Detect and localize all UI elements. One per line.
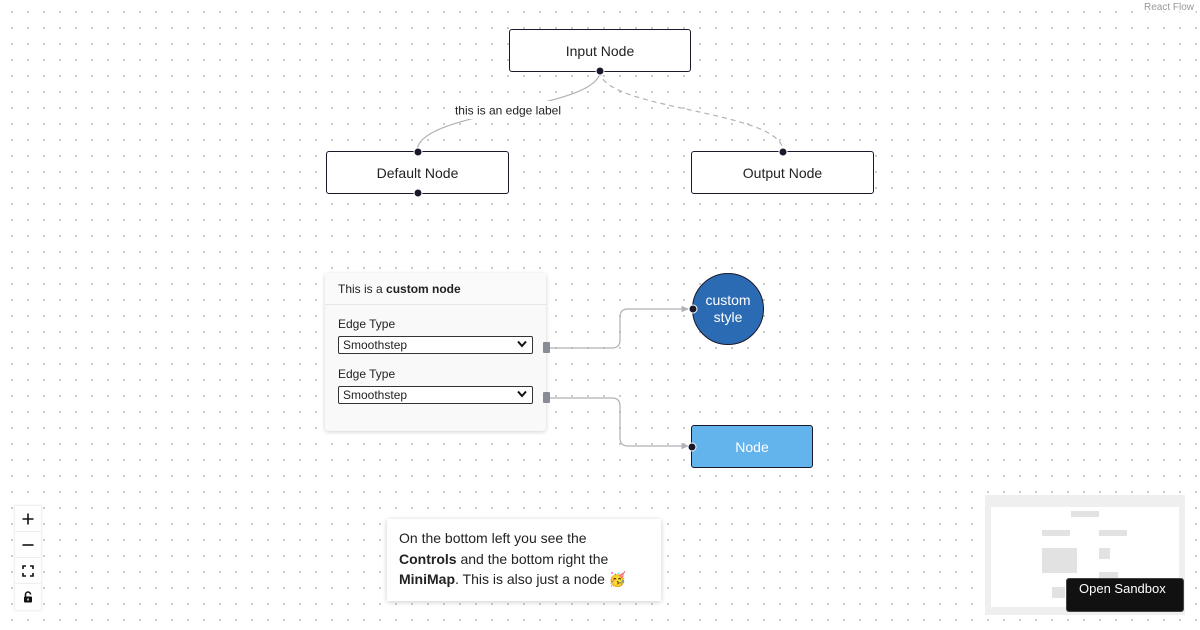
custom-style-node-target-handle[interactable] bbox=[688, 304, 698, 314]
party-emoji: 🥳 bbox=[608, 571, 627, 587]
edge-type-select-1[interactable]: Smoothstep bbox=[338, 336, 533, 354]
edge-input-default[interactable] bbox=[416, 70, 601, 152]
note-mid: and the bottom right the bbox=[456, 550, 609, 567]
default-node-target-handle[interactable] bbox=[413, 147, 422, 157]
minimap-node-circle bbox=[1099, 548, 1110, 559]
zoom-in-icon bbox=[22, 513, 34, 524]
edge-type-label-1: Edge Type bbox=[338, 317, 396, 331]
blue-node-target-handle[interactable] bbox=[687, 442, 697, 451]
edge-type-field-1: Edge Type Smoothstep bbox=[338, 317, 533, 354]
lock-button[interactable] bbox=[15, 584, 41, 610]
minimap-node-note bbox=[1052, 587, 1065, 598]
minimap-node-blue bbox=[1099, 572, 1118, 579]
custom-node-title-bold: custom node bbox=[386, 282, 461, 296]
custom-style-node[interactable]: custom style bbox=[688, 273, 764, 345]
blue-output-node[interactable]: Node bbox=[687, 425, 813, 468]
output-node-target-handle[interactable] bbox=[778, 147, 787, 157]
open-sandbox-button[interactable]: Open Sandbox bbox=[1066, 578, 1184, 612]
chevron-down-icon bbox=[517, 390, 527, 398]
custom-node-title-prefix: This is a bbox=[338, 282, 387, 296]
minimap-node-input bbox=[1071, 511, 1099, 517]
output-node[interactable]: Output Node bbox=[691, 147, 874, 194]
default-node-label: Default Node bbox=[376, 164, 459, 181]
note-minimap-bold: MiniMap bbox=[399, 571, 455, 587]
default-node[interactable]: Default Node bbox=[326, 147, 509, 198]
edge-type-select-2[interactable]: Smoothstep bbox=[338, 386, 533, 404]
edge-type-select-1-value: Smoothstep bbox=[343, 338, 408, 352]
edge-label[interactable]: this is an edge label bbox=[455, 104, 561, 118]
zoom-in-button[interactable] bbox=[15, 506, 41, 532]
fit-view-icon bbox=[22, 564, 34, 577]
input-node-label: Input Node bbox=[565, 42, 635, 59]
note-end: . This is also just a node bbox=[455, 571, 605, 587]
blue-node-label: Node bbox=[735, 438, 769, 455]
edge-type-label-2: Edge Type bbox=[338, 367, 396, 381]
zoom-out-button[interactable] bbox=[15, 532, 41, 558]
edge-custom-circle[interactable] bbox=[550, 305, 689, 349]
custom-node-source-handle-a[interactable] bbox=[543, 342, 550, 353]
custom-node-source-handle-b[interactable] bbox=[543, 392, 550, 403]
note-line-1: On the bottom left you see the bbox=[399, 530, 587, 546]
minimap-node-custom bbox=[1042, 548, 1077, 573]
input-node-source-handle[interactable] bbox=[595, 66, 605, 76]
annotation-node[interactable]: On the bottom left you see the Controls … bbox=[387, 519, 661, 601]
edge-type-field-2: Edge Type Smoothstep bbox=[338, 367, 533, 404]
edge-input-output[interactable] bbox=[599, 70, 784, 152]
custom-node-header: This is a custom node bbox=[325, 273, 546, 305]
fit-view-button[interactable] bbox=[15, 558, 41, 584]
zoom-out-icon bbox=[22, 543, 34, 546]
default-node-source-handle[interactable] bbox=[413, 188, 422, 198]
react-flow-attribution[interactable]: React Flow bbox=[1141, 2, 1196, 13]
output-node-label: Output Node bbox=[742, 164, 823, 181]
minimap-node-output bbox=[1099, 530, 1127, 536]
custom-style-node-label: custom style bbox=[705, 292, 751, 325]
custom-node-body: Edge Type Smoothstep Edge Type Smoothste… bbox=[325, 305, 546, 410]
edge-type-select-2-value: Smoothstep bbox=[343, 388, 408, 402]
flow-controls bbox=[15, 506, 41, 610]
minimap-node-default bbox=[1042, 530, 1070, 536]
edge-custom-blue[interactable] bbox=[550, 397, 689, 450]
input-node[interactable]: Input Node bbox=[509, 29, 691, 76]
lock-icon bbox=[24, 591, 32, 603]
chevron-down-icon bbox=[517, 340, 527, 348]
custom-node[interactable]: This is a custom node Edge Type Smoothst… bbox=[325, 273, 550, 431]
edge-label-background bbox=[451, 101, 565, 119]
note-controls-bold: Controls bbox=[399, 550, 457, 567]
